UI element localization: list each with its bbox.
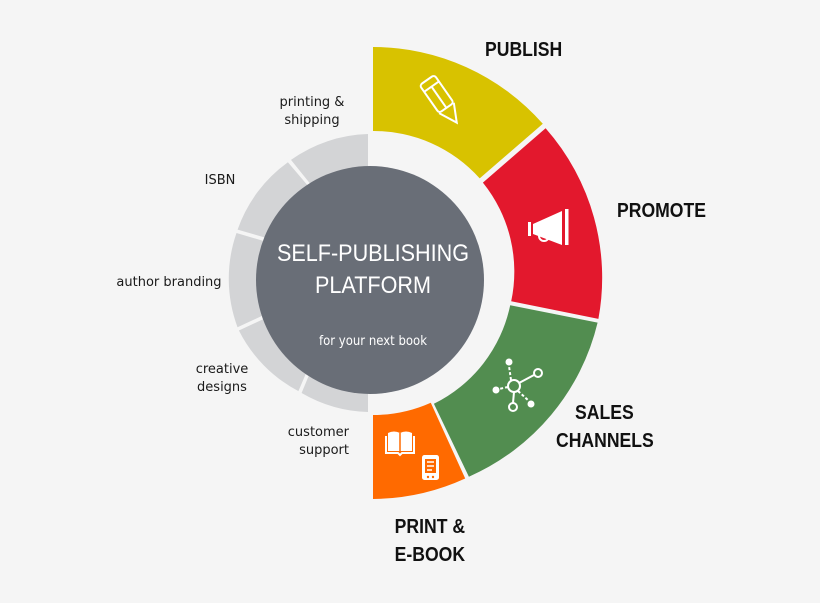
center-title-line1: SELF-PUBLISHING xyxy=(276,240,470,267)
pencil-icon xyxy=(419,75,459,125)
service-customer-line2: support xyxy=(299,443,349,458)
service-creative-line1: creative xyxy=(195,362,249,377)
service-creative-designs: creative designs xyxy=(190,361,254,397)
service-customer-support: customer support xyxy=(275,424,349,460)
service-isbn-text: ISBN xyxy=(204,173,236,188)
center-subtitle: for your next book xyxy=(319,334,427,349)
ereader-icon xyxy=(422,455,439,480)
center-title: SELF-PUBLISHING PLATFORM xyxy=(265,238,481,302)
megaphone-icon xyxy=(528,209,569,245)
network-icon xyxy=(492,358,543,412)
service-isbn: ISBN xyxy=(200,172,240,190)
service-printing-line1: printing & xyxy=(279,95,345,110)
label-print-line2: E-BOOK xyxy=(394,544,466,566)
label-promote-text: PROMOTE xyxy=(617,200,706,222)
label-print-line1: PRINT & xyxy=(394,516,466,538)
center-circle xyxy=(256,166,484,394)
center-title-line2: PLATFORM xyxy=(314,272,432,299)
label-promote: PROMOTE xyxy=(617,197,706,225)
service-customer-line1: customer xyxy=(287,425,349,440)
service-printing-line2: shipping xyxy=(284,113,340,128)
book-icon xyxy=(385,431,415,457)
label-sales-channels: SALES CHANNELS xyxy=(556,399,654,455)
label-sales-line1: SALES xyxy=(575,402,634,424)
service-creative-line2: designs xyxy=(197,380,247,395)
label-publish: PUBLISH xyxy=(485,36,562,64)
segment-publish xyxy=(373,46,543,179)
label-print-ebook: PRINT & E-BOOK xyxy=(392,513,468,569)
segment-print-ebook xyxy=(373,402,466,499)
service-printing-shipping: printing & shipping xyxy=(270,94,354,130)
service-author-branding-text: author branding xyxy=(116,275,222,290)
service-author-branding: author branding xyxy=(113,274,225,292)
label-publish-text: PUBLISH xyxy=(485,39,563,61)
label-sales-line2: CHANNELS xyxy=(556,430,654,452)
